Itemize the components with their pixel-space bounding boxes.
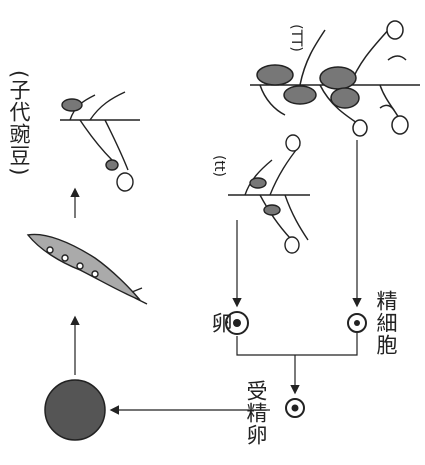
pea-pod: [28, 234, 147, 304]
offspring-pea-plant: [60, 92, 140, 191]
label-parent-tt-short: (tt): [211, 155, 227, 177]
label-sperm: 精細胞: [375, 290, 396, 356]
short-pea-plant: [228, 135, 310, 253]
label-egg: 卵: [210, 312, 231, 334]
label-zygote: 受精卵: [245, 380, 266, 446]
pea-seed: [45, 380, 105, 440]
label-parent-tt: (TT): [288, 24, 304, 52]
label-offspring: (子代豌豆): [8, 70, 29, 176]
tall-pea-plant: [250, 21, 420, 136]
